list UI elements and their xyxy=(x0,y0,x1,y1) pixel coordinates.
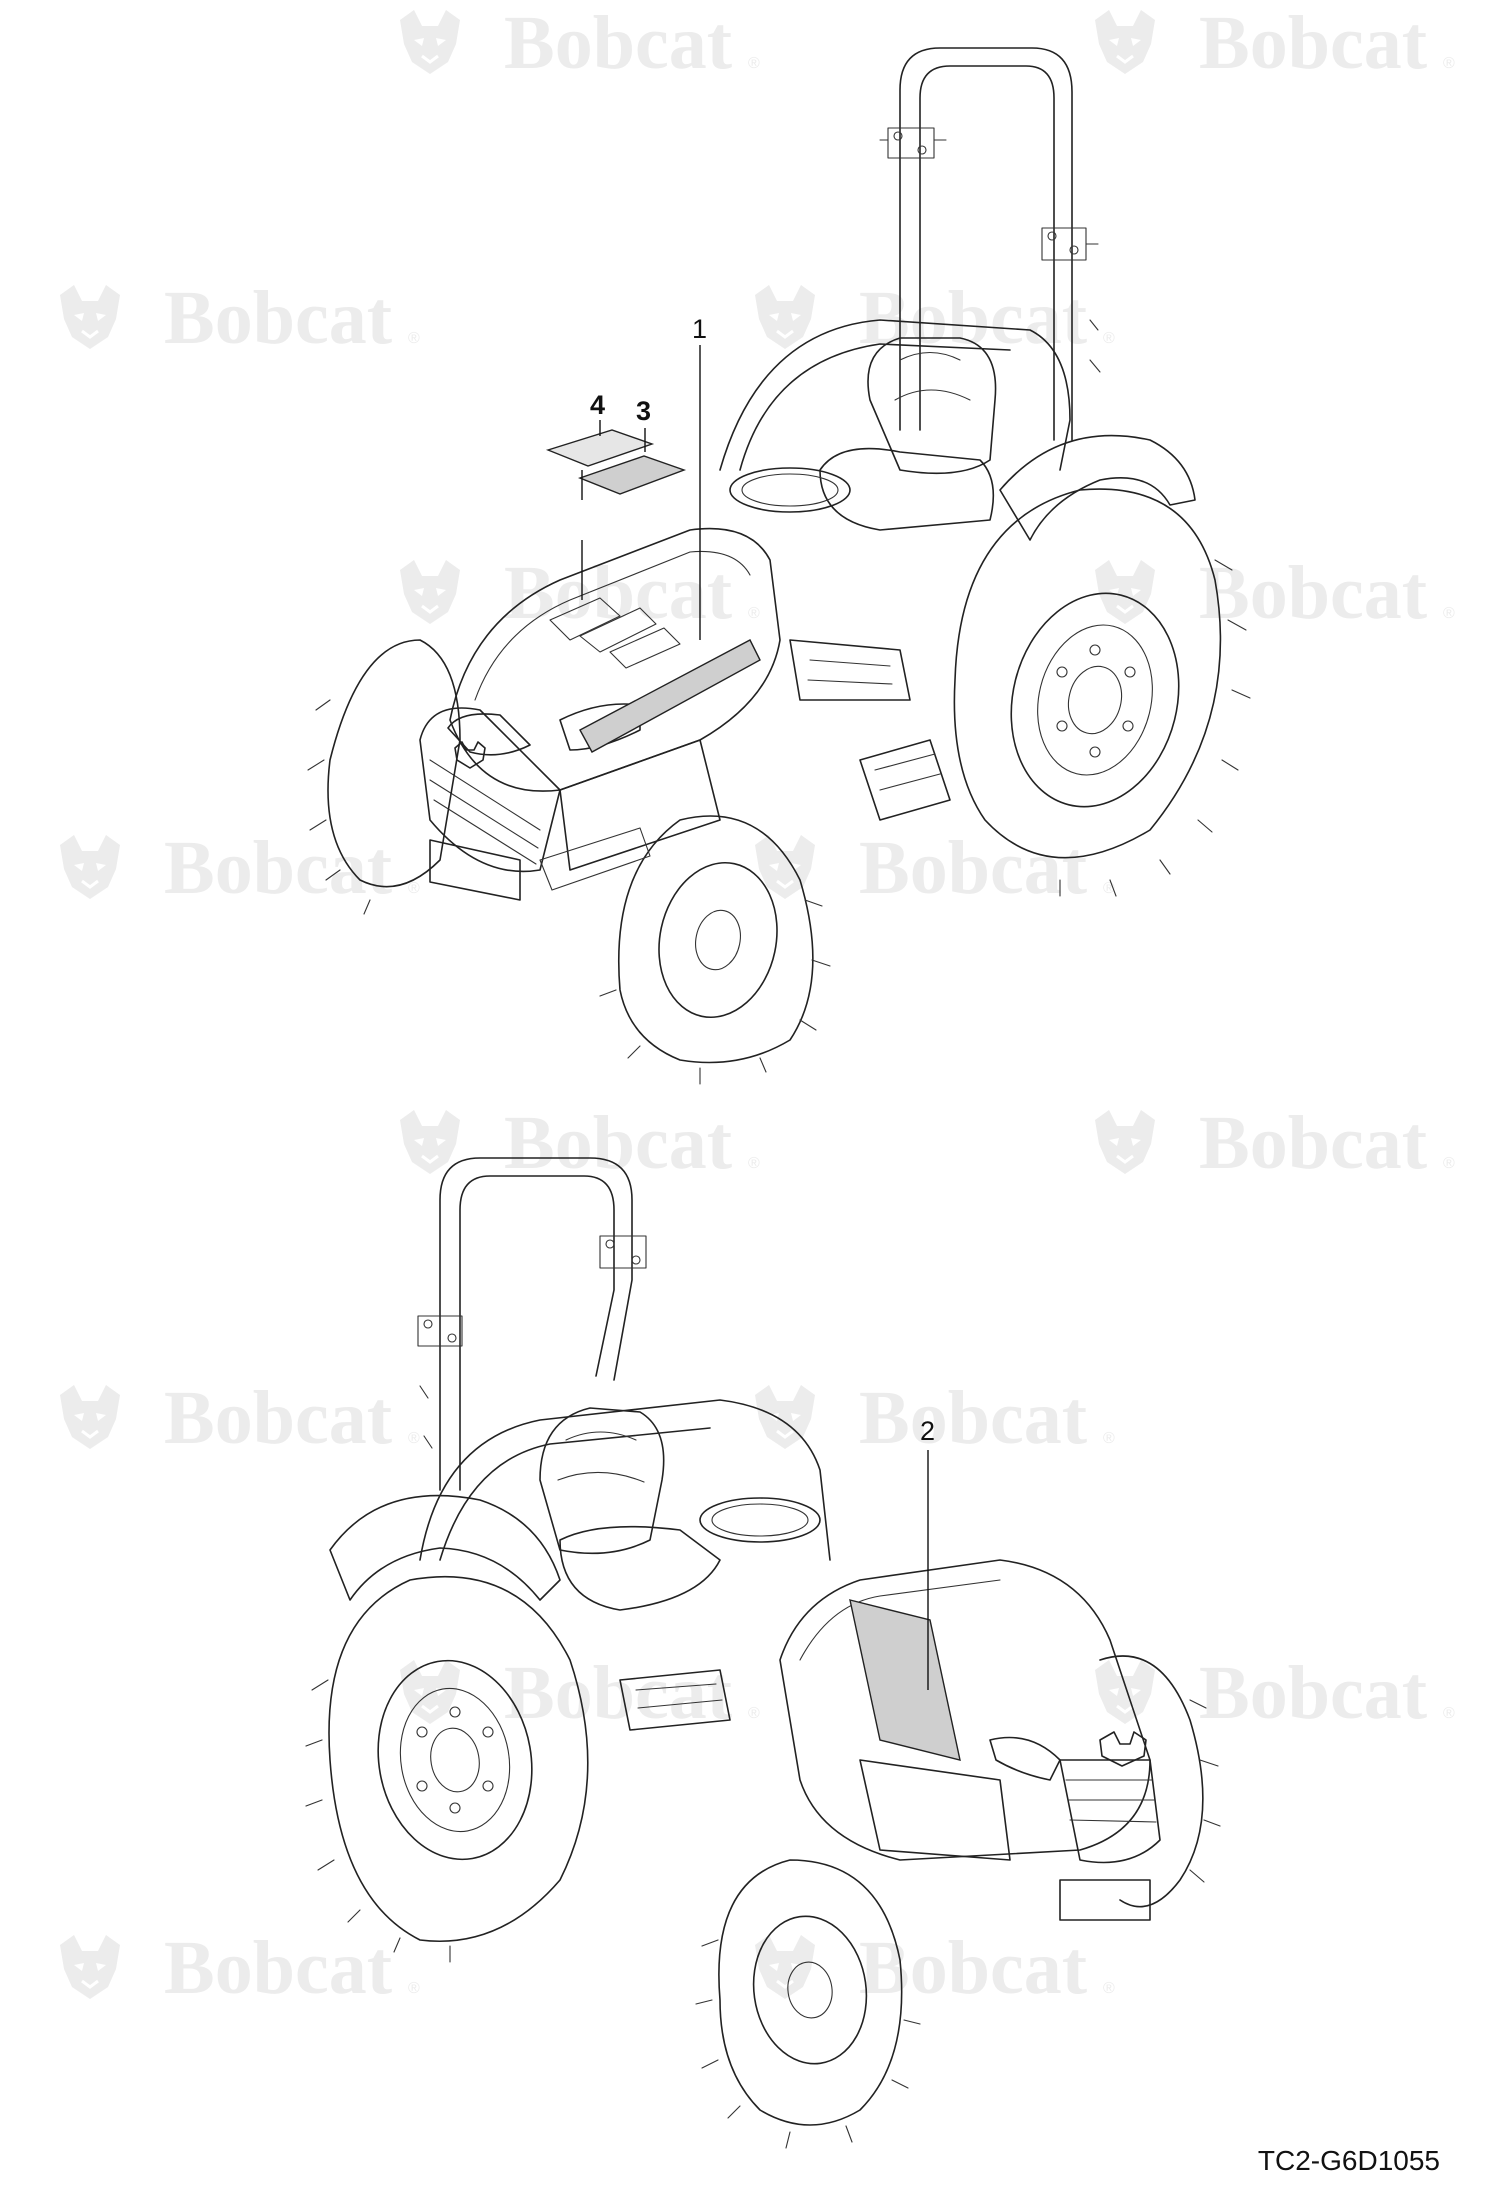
svg-text:®: ® xyxy=(748,605,760,622)
callout-3: 3 xyxy=(636,396,651,426)
bobcat-watermark-logo: Bobcat ® xyxy=(753,1376,1115,1460)
svg-text:®: ® xyxy=(1443,55,1455,72)
svg-text:Bobcat: Bobcat xyxy=(164,276,392,360)
svg-text:®: ® xyxy=(1443,1705,1455,1722)
front-wheel-top-right xyxy=(599,815,831,1085)
rops-bar-top xyxy=(879,47,1101,441)
callout-2: 2 xyxy=(920,1416,935,1446)
bobcat-head-icon xyxy=(1093,1108,1157,1176)
bobcat-watermark-logo: Bobcat ® xyxy=(753,276,1115,360)
bobcat-head-icon xyxy=(753,1383,817,1451)
tractor-bottom-view xyxy=(305,1157,1221,2149)
bobcat-head-icon xyxy=(58,1383,122,1451)
bobcat-watermark-logo: Bobcat ® xyxy=(398,1101,760,1185)
svg-text:Bobcat: Bobcat xyxy=(504,1651,732,1735)
hood-top xyxy=(419,527,781,873)
callout-4: 4 xyxy=(590,390,605,420)
bobcat-head-icon xyxy=(1093,1658,1157,1726)
decal-exploded-group xyxy=(545,420,687,600)
svg-text:®: ® xyxy=(1103,330,1115,347)
svg-text:®: ® xyxy=(1443,1155,1455,1172)
tractor-top-view xyxy=(307,47,1251,1085)
svg-text:Bobcat: Bobcat xyxy=(859,1376,1087,1460)
callout-1: 1 xyxy=(692,314,707,344)
bobcat-watermark-logo: Bobcat ® xyxy=(1093,1101,1455,1185)
bobcat-head-icon xyxy=(753,833,817,901)
bobcat-head-icon xyxy=(398,8,462,76)
watermark-layer: Bobcat ® Bobcat ® Bobcat ® Bobcat ® Bobcat ® Bobca… xyxy=(58,1,1455,2010)
operator-seat-bottom xyxy=(539,1407,721,1611)
bobcat-head-icon xyxy=(58,283,122,351)
drawing-reference-code: TC2-G6D1055 xyxy=(1258,2145,1440,2176)
rear-wheel-top-right xyxy=(953,488,1251,897)
svg-text:Bobcat: Bobcat xyxy=(859,1926,1087,2010)
bobcat-head-icon xyxy=(753,283,817,351)
bobcat-head-icon xyxy=(1093,8,1157,76)
svg-text:Bobcat: Bobcat xyxy=(164,1926,392,2010)
bobcat-watermark-logo: Bobcat ® xyxy=(58,1926,420,2010)
hood-top-decal-outline xyxy=(549,597,681,669)
svg-text:Bobcat: Bobcat xyxy=(859,276,1087,360)
bobcat-watermark-logo: Bobcat ® xyxy=(398,1651,760,1735)
svg-text:®: ® xyxy=(408,1430,420,1447)
svg-text:Bobcat: Bobcat xyxy=(164,1376,392,1460)
front-wheel-top-left xyxy=(307,639,461,915)
bobcat-watermark-logo: Bobcat® xyxy=(753,826,1115,910)
decal-item-3 xyxy=(577,455,687,495)
svg-text:Bobcat: Bobcat xyxy=(504,1101,732,1185)
svg-text:®: ® xyxy=(748,1155,760,1172)
svg-text:Bobcat: Bobcat xyxy=(1199,551,1427,635)
operator-seat-top xyxy=(819,337,997,531)
bobcat-head-icon xyxy=(1093,558,1157,626)
decal-item-4 xyxy=(545,429,655,467)
bobcat-head-icon xyxy=(753,1933,817,2001)
svg-text:Bobcat: Bobcat xyxy=(1199,1101,1427,1185)
bobcat-head-icon xyxy=(398,1108,462,1176)
svg-text:Bobcat: Bobcat xyxy=(859,826,1087,910)
svg-text:®: ® xyxy=(1103,1430,1115,1447)
bobcat-watermark-logo: Bobcat ® xyxy=(1093,1,1455,85)
svg-text:®: ® xyxy=(748,55,760,72)
bobcat-watermark-logo: Bobcat ® xyxy=(1093,1651,1455,1735)
svg-text:Bobcat: Bobcat xyxy=(164,826,392,910)
svg-text:®: ® xyxy=(1443,605,1455,622)
bobcat-watermark-logo: Bobcat ® xyxy=(58,826,420,910)
svg-text:Bobcat: Bobcat xyxy=(1199,1,1427,85)
bobcat-watermark-logo: Bobcat ® xyxy=(753,1926,1115,2010)
svg-text:®: ® xyxy=(408,1980,420,1997)
rear-wheel-bottom-left xyxy=(305,1576,589,1963)
bobcat-watermark-logo: Bobcat ® xyxy=(58,1376,420,1460)
bobcat-watermark-logo: Bobcat ® xyxy=(1093,551,1455,635)
svg-text:®: ® xyxy=(748,1705,760,1722)
bobcat-head-icon xyxy=(398,558,462,626)
bobcat-head-icon xyxy=(58,833,122,901)
rops-bar-bottom xyxy=(417,1157,647,1491)
svg-text:Bobcat: Bobcat xyxy=(504,551,732,635)
front-wheel-bottom-left xyxy=(695,1859,921,2149)
hood-bottom xyxy=(779,1559,1161,1864)
svg-text:®: ® xyxy=(408,330,420,347)
svg-text:®: ® xyxy=(1103,1980,1115,1997)
bobcat-watermark-logo: Bobcat ® xyxy=(398,1,760,85)
svg-text:®: ® xyxy=(408,880,420,897)
bobcat-watermark-logo: Bobcat ® xyxy=(398,551,760,635)
svg-text:Bobcat: Bobcat xyxy=(1199,1651,1427,1735)
svg-text:Bobcat: Bobcat xyxy=(504,1,732,85)
bobcat-watermark-logo: Bobcat ® xyxy=(58,276,420,360)
bobcat-head-icon xyxy=(58,1933,122,2001)
